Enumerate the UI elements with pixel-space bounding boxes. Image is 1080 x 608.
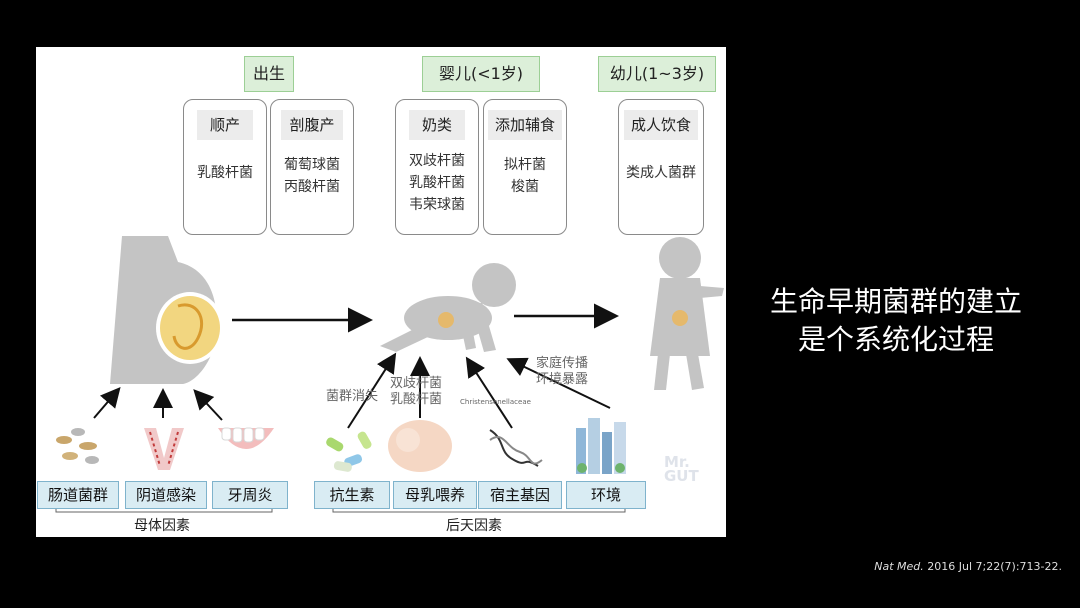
factor-host-genes: 宿主基因 <box>478 481 562 509</box>
card-line: 乳酸杆菌 <box>184 162 266 184</box>
city-buildings-illustration <box>576 418 626 474</box>
card-title: 添加辅食 <box>488 110 562 140</box>
card-adult-diet: 成人饮食 类成人菌群 <box>618 99 704 235</box>
slide-title: 生命早期菌群的建立 是个系统化过程 <box>746 283 1046 359</box>
annotation-breastfeed-bacteria: 双歧杆菌 乳酸杆菌 <box>390 376 442 408</box>
factor-breastfeeding: 母乳喂养 <box>393 481 477 509</box>
card-line: 梭菌 <box>484 176 566 198</box>
factor-environment: 环境 <box>566 481 646 509</box>
pills-illustration <box>325 430 373 472</box>
card-line: 丙酸杆菌 <box>271 176 353 198</box>
card-title: 顺产 <box>197 110 253 140</box>
factor-gut-flora: 肠道菌群 <box>37 481 119 509</box>
card-cesarean: 剖腹产 葡萄球菌 丙酸杆菌 <box>270 99 354 235</box>
stage-birth: 出生 <box>244 56 294 92</box>
vaginal-tissue-illustration <box>144 428 184 470</box>
factor-antibiotics: 抗生素 <box>314 481 390 509</box>
card-title: 剖腹产 <box>281 110 343 140</box>
toddler-silhouette <box>650 237 724 390</box>
breastfeeding-illustration <box>388 420 452 472</box>
citation-journal: Nat Med. <box>874 560 924 573</box>
slide-title-line: 生命早期菌群的建立 <box>746 283 1046 321</box>
citation: Nat Med. 2016 Jul 7;22(7):713-22. <box>874 560 1062 573</box>
gut-flora-illustration <box>56 428 99 464</box>
card-line: 乳酸杆菌 <box>396 172 478 194</box>
annotation-microbe-loss: 菌群消失 <box>326 389 378 405</box>
arrow-host-genes <box>468 360 512 428</box>
card-line: 类成人菌群 <box>619 162 703 184</box>
annotation-line: 家庭传播 <box>536 356 588 372</box>
group-maternal: 母体因素 <box>128 515 196 535</box>
annotation-line: 双歧杆菌 <box>390 376 442 392</box>
stage-infant: 婴儿(<1岁) <box>422 56 540 92</box>
card-milk: 奶类 双歧杆菌 乳酸杆菌 韦荣球菌 <box>395 99 479 235</box>
arrow-periodontitis <box>196 392 222 420</box>
pregnant-woman-silhouette <box>110 236 224 384</box>
card-title: 奶类 <box>409 110 465 140</box>
citation-details: 2016 Jul 7;22(7):713-22. <box>927 560 1062 573</box>
dna-illustration <box>490 430 542 466</box>
card-solid-food: 添加辅食 拟杆菌 梭菌 <box>483 99 567 235</box>
group-acquired: 后天因素 <box>440 515 508 535</box>
factor-periodontitis: 牙周炎 <box>212 481 288 509</box>
card-line: 拟杆菌 <box>484 154 566 176</box>
annotation-family-spread: 家庭传播 环境暴露 <box>536 356 588 388</box>
card-title: 成人饮食 <box>624 110 698 140</box>
watermark-logo: Mr. GUT <box>664 455 699 483</box>
crawling-baby-silhouette <box>380 263 516 352</box>
slide-title-line: 是个系统化过程 <box>746 321 1046 359</box>
annotation-christensenellaceae: Christensenellaceae <box>460 398 531 406</box>
card-line: 双歧杆菌 <box>396 150 478 172</box>
card-line: 韦荣球菌 <box>396 194 478 216</box>
factor-vaginal-infection: 阴道感染 <box>125 481 207 509</box>
annotation-line: 乳酸杆菌 <box>390 392 442 408</box>
arrow-gut-flora <box>94 390 118 418</box>
annotation-line: 环境暴露 <box>536 372 588 388</box>
stage-toddler: 幼儿(1~3岁) <box>598 56 716 92</box>
teeth-illustration <box>218 428 274 449</box>
card-line: 葡萄球菌 <box>271 154 353 176</box>
card-vaginal: 顺产 乳酸杆菌 <box>183 99 267 235</box>
